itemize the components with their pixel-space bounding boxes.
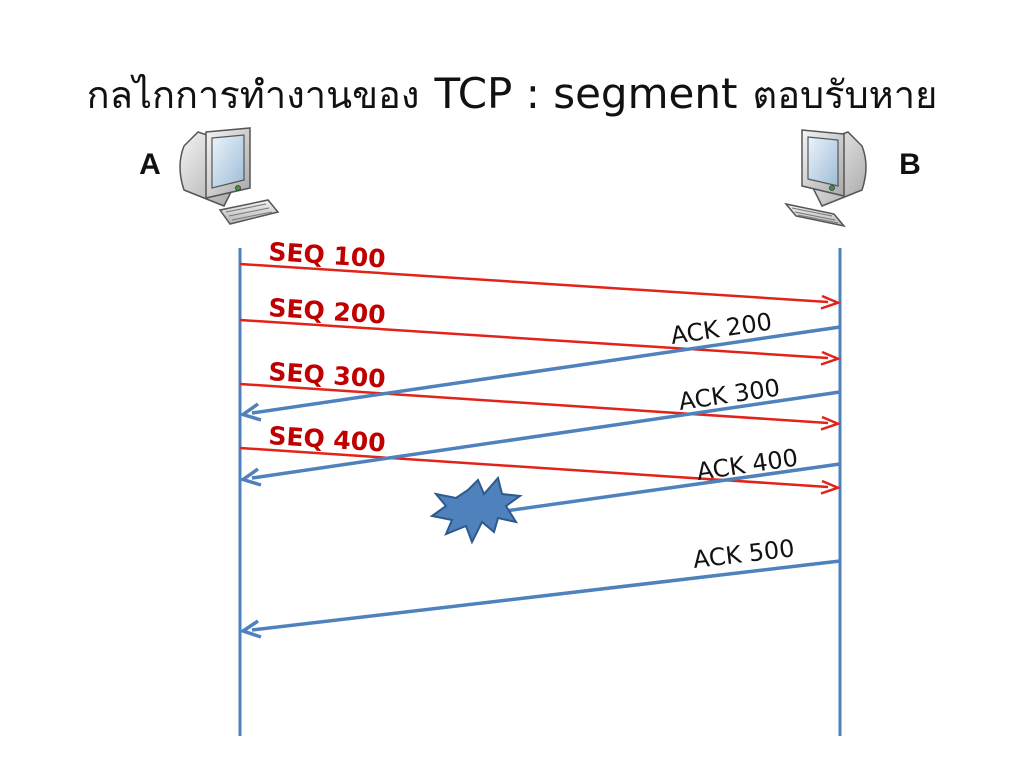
ack-arrow <box>239 325 841 422</box>
computer-icon <box>179 127 280 225</box>
ack-arrow <box>239 559 841 639</box>
ack-label: ACK 400 <box>695 444 800 486</box>
computer-icon <box>784 129 867 228</box>
title-protocol: TCP : segment <box>434 69 738 118</box>
seq-arrow <box>239 318 842 366</box>
title-thai-suffix: ตอบรับหาย <box>753 73 938 117</box>
seq-arrow <box>239 382 842 431</box>
ack-arrow-lost <box>497 462 841 514</box>
page-title: กลไกการทำงานของ TCP : segment ตอบรับหาย <box>87 69 938 118</box>
seq-arrow <box>239 262 842 310</box>
host-a-label: A <box>139 148 161 181</box>
ack-arrow <box>239 390 841 487</box>
host-b-label: B <box>899 148 921 181</box>
title-thai-prefix: กลไกการทำงานของ <box>87 73 420 117</box>
explosion-burst-icon <box>429 475 523 545</box>
